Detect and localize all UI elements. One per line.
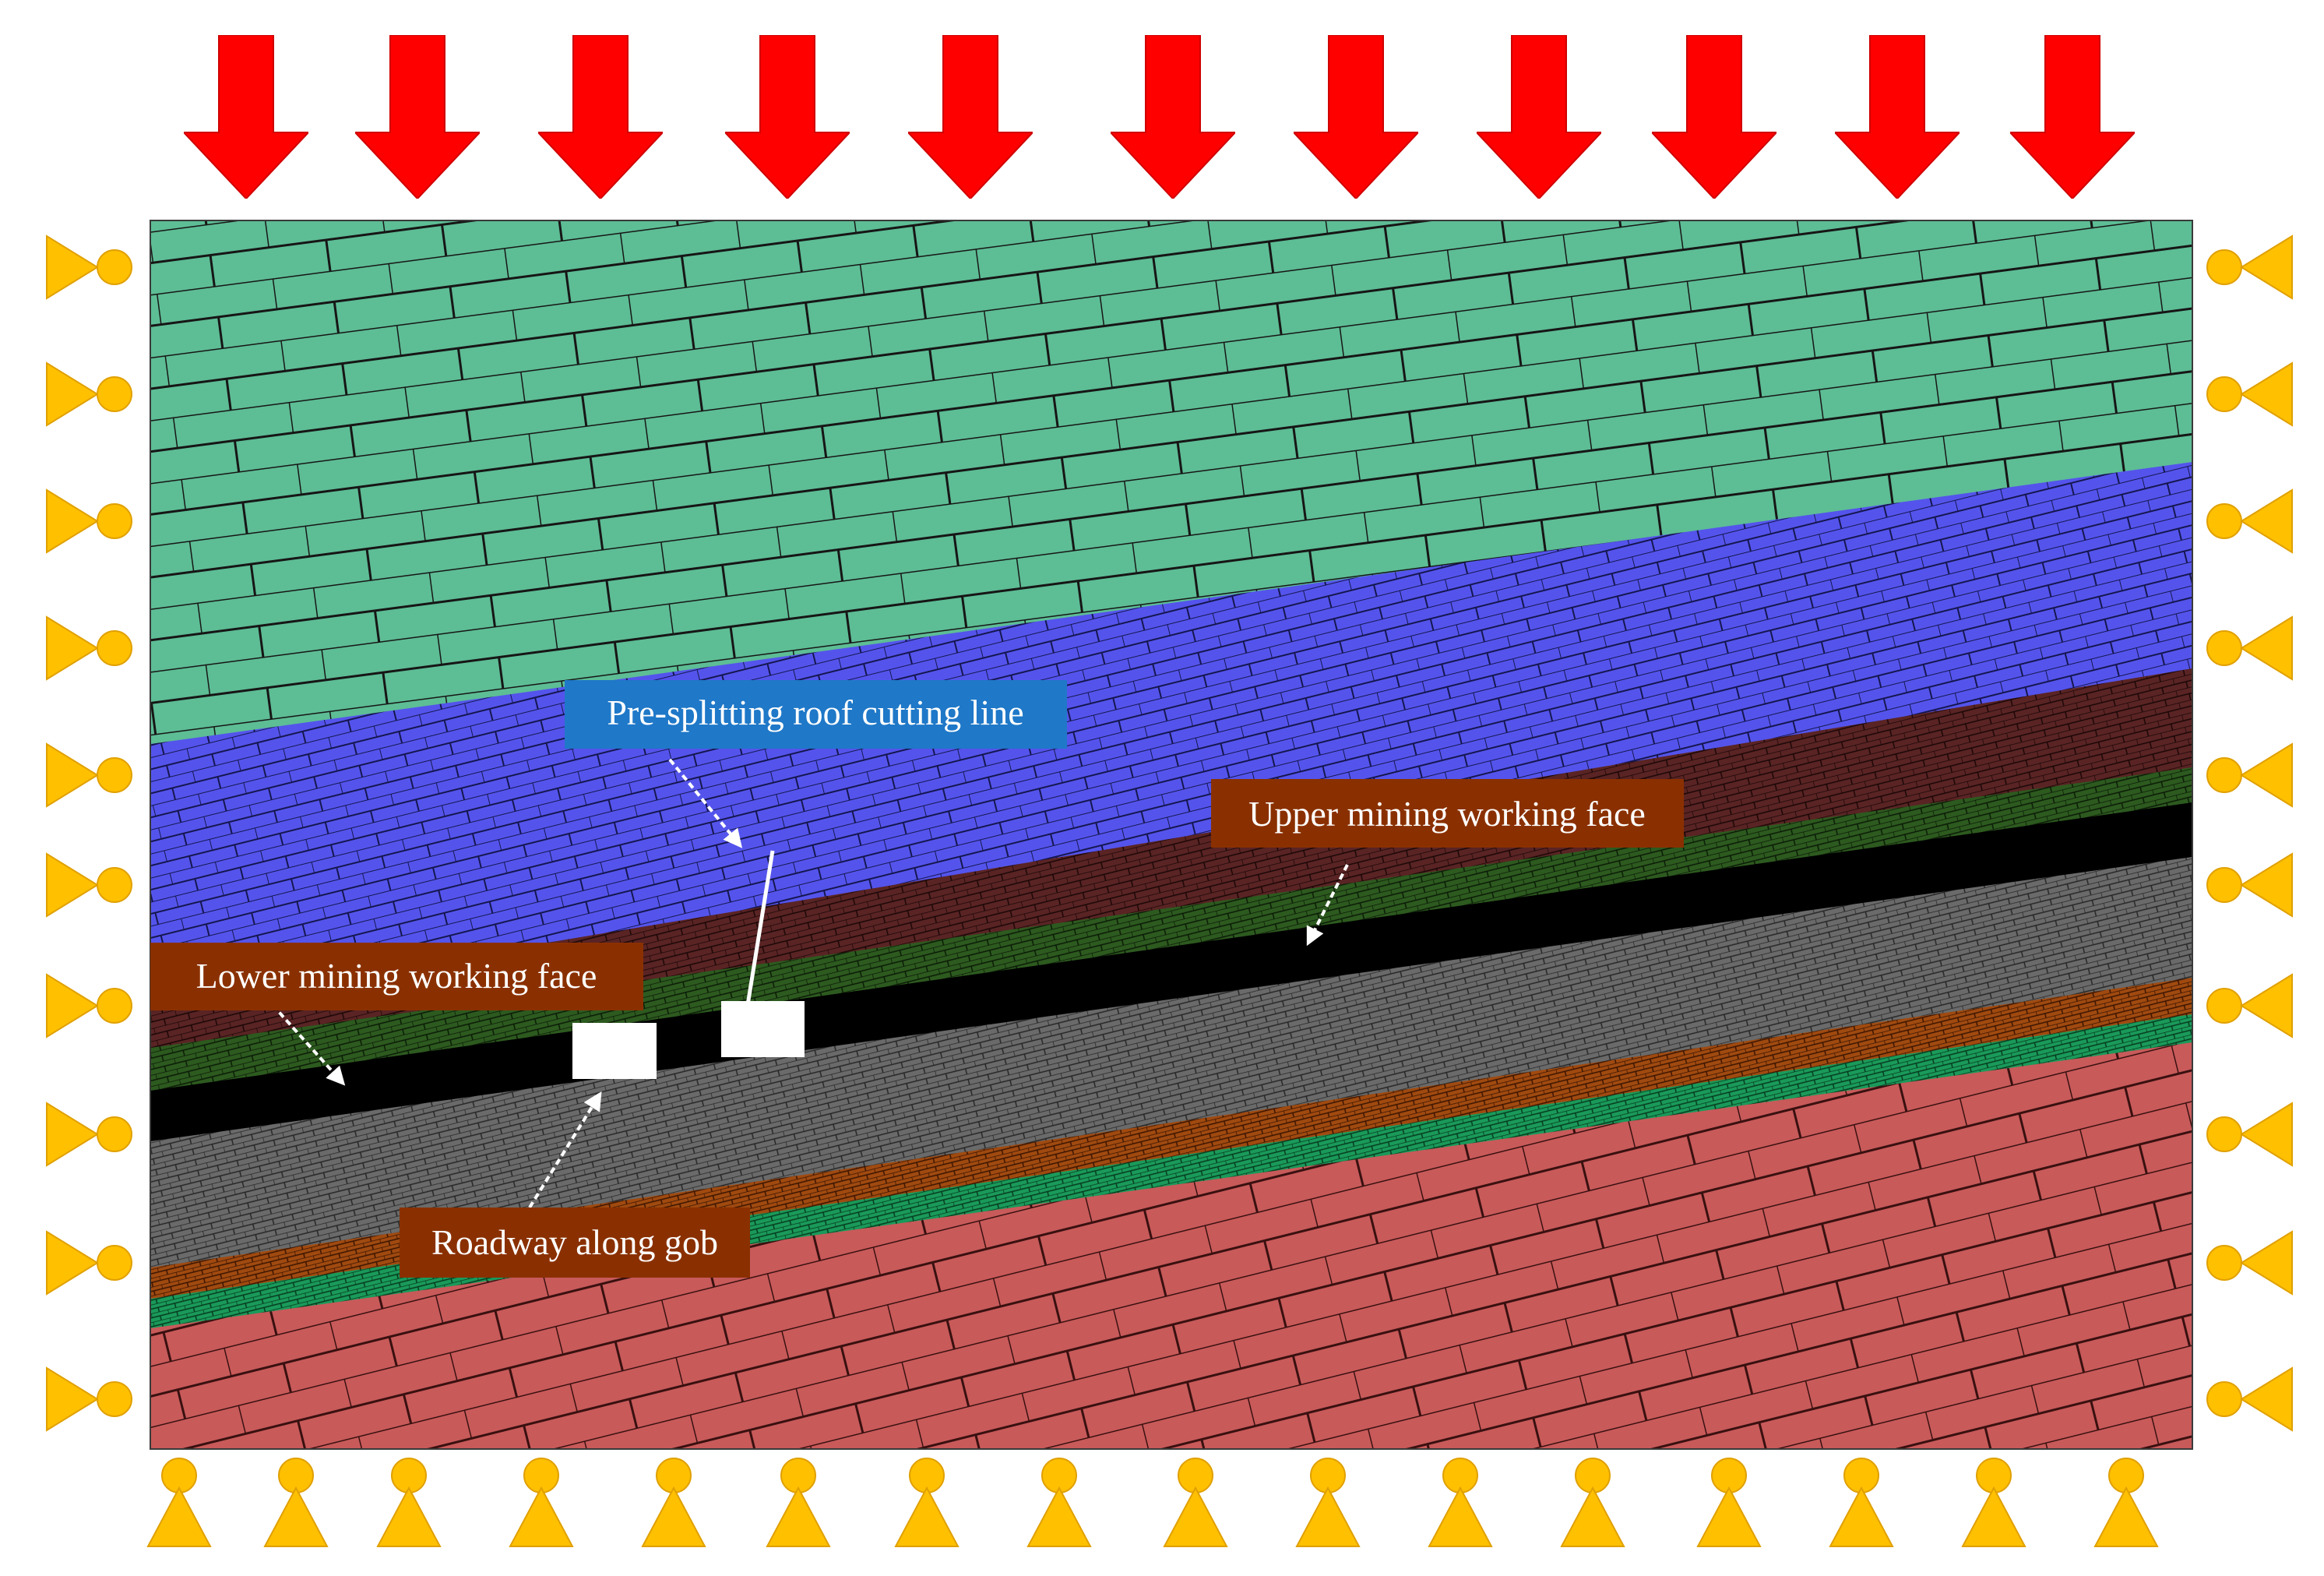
label-upper-face-text: Upper mining working face bbox=[1248, 794, 1646, 834]
label-lower-face: Lower mining working face bbox=[150, 943, 643, 1010]
roller-support-icon bbox=[2206, 616, 2293, 680]
upper-face-arrow bbox=[1306, 864, 1349, 947]
pin-support-icon bbox=[1296, 1458, 1360, 1547]
label-lower-face-box bbox=[150, 943, 643, 1010]
model-body bbox=[150, 220, 2192, 1449]
roller-support-icon bbox=[2206, 235, 2293, 299]
roller-support-icon bbox=[46, 489, 132, 553]
pin-support-icon bbox=[642, 1458, 706, 1547]
pin-support-icon bbox=[1561, 1458, 1625, 1547]
callout-arrows bbox=[271, 758, 1349, 1209]
roadway-opening bbox=[572, 1023, 657, 1079]
roller-support-icon bbox=[2206, 1231, 2293, 1295]
label-roadway-box bbox=[400, 1208, 750, 1278]
bottom-supports bbox=[147, 1458, 2158, 1547]
roller-support-icon bbox=[2206, 1102, 2293, 1166]
pin-support-icon bbox=[509, 1458, 573, 1547]
label-pre-splitting: Pre-splitting roof cutting line bbox=[565, 680, 1067, 749]
pin-support-icon bbox=[2094, 1458, 2158, 1547]
label-roadway: Roadway along gob bbox=[400, 1208, 750, 1278]
down-arrow-icon bbox=[1294, 35, 1418, 199]
roller-support-icon bbox=[46, 1367, 132, 1431]
label-roadway-text: Roadway along gob bbox=[431, 1222, 718, 1262]
roller-support-icon bbox=[2206, 489, 2293, 553]
lower-face-opening bbox=[721, 1001, 805, 1057]
down-arrow-icon bbox=[538, 35, 663, 199]
roller-support-icon bbox=[46, 616, 132, 680]
pin-support-icon bbox=[895, 1458, 959, 1547]
right-supports bbox=[2206, 235, 2293, 1431]
down-arrow-icon bbox=[2010, 35, 2135, 199]
roller-support-icon bbox=[46, 1231, 132, 1295]
down-arrow-icon bbox=[184, 35, 308, 199]
down-arrow-icon bbox=[1835, 35, 1960, 199]
label-upper-face-box bbox=[1211, 779, 1684, 848]
pin-support-icon bbox=[264, 1458, 328, 1547]
down-arrow-icon bbox=[355, 35, 480, 199]
down-arrow-icon bbox=[725, 35, 850, 199]
vertical-load-arrows bbox=[184, 35, 2135, 199]
roof-cutting-line bbox=[745, 850, 775, 1006]
pin-support-icon bbox=[1428, 1458, 1492, 1547]
roller-support-icon bbox=[46, 974, 132, 1038]
lower-face-arrow bbox=[271, 1003, 346, 1086]
roller-support-icon bbox=[2206, 1367, 2293, 1431]
bottom-rock-layer bbox=[150, 1042, 2192, 1449]
pin-support-icon bbox=[1027, 1458, 1091, 1547]
roller-support-icon bbox=[2206, 853, 2293, 917]
roller-support-icon bbox=[2206, 974, 2293, 1038]
label-upper-face: Upper mining working face bbox=[1211, 779, 1684, 848]
label-pre-splitting-text: Pre-splitting roof cutting line bbox=[607, 693, 1023, 732]
down-arrow-icon bbox=[1477, 35, 1601, 199]
roller-support-icon bbox=[46, 743, 132, 807]
down-arrow-icon bbox=[1652, 35, 1776, 199]
pin-support-icon bbox=[1164, 1458, 1227, 1547]
label-lower-face-text: Lower mining working face bbox=[196, 956, 597, 996]
roller-support-icon bbox=[2206, 743, 2293, 807]
roller-support-icon bbox=[46, 1102, 132, 1166]
pin-support-icon bbox=[766, 1458, 830, 1547]
model-border bbox=[150, 220, 2193, 1450]
pre-splitting-arrow bbox=[668, 758, 743, 848]
pin-support-icon bbox=[377, 1458, 441, 1547]
roller-support-icon bbox=[46, 235, 132, 299]
pin-support-icon bbox=[1962, 1458, 2026, 1547]
down-arrow-icon bbox=[1111, 35, 1235, 199]
pin-support-icon bbox=[147, 1458, 211, 1547]
left-supports bbox=[46, 235, 132, 1431]
label-pre-splitting-box bbox=[565, 680, 1067, 749]
roller-support-icon bbox=[46, 362, 132, 426]
pin-support-icon bbox=[1697, 1458, 1761, 1547]
roller-support-icon bbox=[2206, 362, 2293, 426]
down-arrow-icon bbox=[908, 35, 1033, 199]
pin-support-icon bbox=[1829, 1458, 1893, 1547]
roadway-arrow bbox=[528, 1091, 602, 1209]
roller-support-icon bbox=[46, 853, 132, 917]
